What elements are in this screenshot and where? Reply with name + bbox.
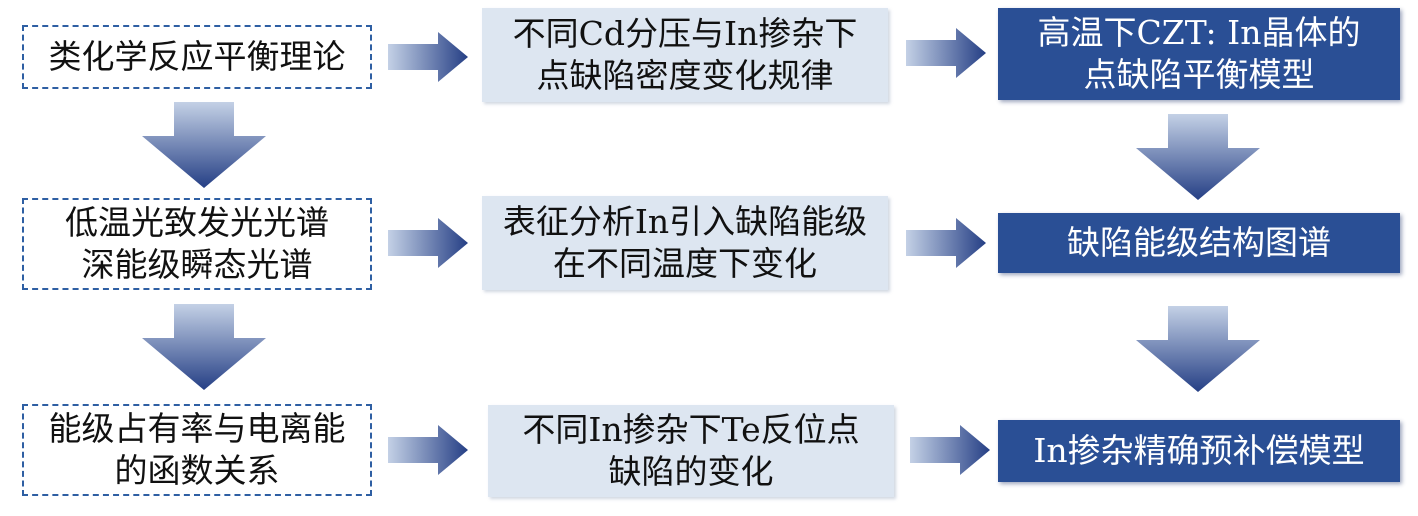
step-middle-2-text: 表征分析In引入缺陷能级 在不同温度下变化 [502, 202, 868, 283]
step-right-3-text: In掺杂精确预补偿模型 [1033, 431, 1365, 470]
step-left-2-text: 低温光致发光光谱 深能级瞬态光谱 [65, 203, 329, 284]
step-middle-1-text: 不同Cd分压与In掺杂下 点缺陷密度变化规律 [512, 14, 858, 95]
step-right-1-text: 高温下CZT: In晶体的 点缺陷平衡模型 [1037, 13, 1361, 94]
step-right-1: 高温下CZT: In晶体的 点缺陷平衡模型 [998, 8, 1400, 100]
arrow-right-icon [910, 425, 990, 475]
step-right-3: In掺杂精确预补偿模型 [998, 420, 1400, 482]
step-left-3-text: 能级占有率与电离能 的函数关系 [48, 409, 346, 490]
step-middle-3: 不同In掺杂下Te反位点 缺陷的变化 [488, 405, 894, 497]
arrow-down-icon [1136, 114, 1260, 200]
arrow-right-icon [388, 32, 468, 82]
step-middle-3-text: 不同In掺杂下Te反位点 缺陷的变化 [522, 410, 860, 491]
arrow-right-icon [906, 218, 986, 268]
arrow-down-icon [142, 102, 266, 188]
arrow-right-icon [388, 218, 468, 268]
step-middle-2: 表征分析In引入缺陷能级 在不同温度下变化 [482, 196, 888, 290]
arrow-down-icon [1136, 306, 1260, 392]
step-right-2: 缺陷能级结构图谱 [998, 213, 1400, 273]
step-left-1-text: 类化学反应平衡理论 [48, 37, 346, 76]
arrow-down-icon [142, 304, 266, 390]
step-right-2-text: 缺陷能级结构图谱 [1067, 223, 1331, 262]
step-left-1: 类化学反应平衡理论 [22, 25, 372, 89]
step-left-3: 能级占有率与电离能 的函数关系 [22, 404, 372, 496]
arrow-right-icon [906, 28, 986, 78]
step-left-2: 低温光致发光光谱 深能级瞬态光谱 [22, 198, 372, 290]
arrow-right-icon [388, 425, 468, 475]
step-middle-1: 不同Cd分压与In掺杂下 点缺陷密度变化规律 [482, 8, 888, 102]
